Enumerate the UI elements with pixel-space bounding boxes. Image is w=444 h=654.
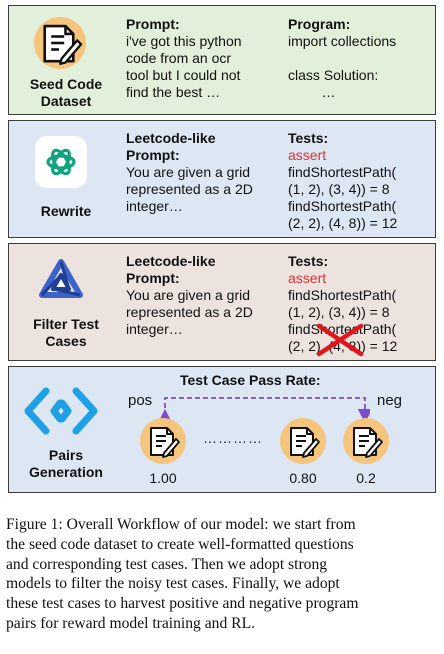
pass-rate-title: Test Case Pass Rate: xyxy=(180,372,321,388)
filter-label-2: Cases xyxy=(45,333,87,349)
prompt-line: integer… xyxy=(126,198,183,214)
caption-line: and corresponding test cases. Then we ad… xyxy=(6,555,328,573)
seed-code-label-1: Seed Code xyxy=(29,76,103,92)
prompt-title: Prompt: xyxy=(126,147,180,163)
test-line: (2, 2), (4, 8)) = 12 xyxy=(288,215,398,231)
prompt-title: Leetcode-like xyxy=(126,130,216,146)
program-line: import collections xyxy=(288,33,397,49)
filter-test-cases-panel xyxy=(8,243,436,361)
filter-label-1: Filter Test xyxy=(33,316,99,332)
caption-line: Figure 1: Overall Workflow of our model:… xyxy=(6,516,356,533)
rewrite-label: Rewrite xyxy=(40,203,92,219)
prompt-title: Prompt: xyxy=(126,16,180,32)
seed-code-label-2: Dataset xyxy=(40,93,92,109)
assert-text: assert xyxy=(288,147,327,163)
ellipsis-dots: ………… xyxy=(203,430,263,446)
pos-label: pos xyxy=(128,392,153,409)
test-line: findShortestPath( xyxy=(288,164,397,180)
program-line: class Solution: xyxy=(288,67,379,83)
prompt-line: tool but I could not xyxy=(126,67,241,83)
prompt-title: Prompt: xyxy=(126,270,180,286)
pos-neg-bracket-arrows xyxy=(157,397,370,420)
caption-line: the seed code dataset to create well-for… xyxy=(6,535,354,553)
red-x-icon xyxy=(316,323,364,357)
prompt-line: You are given a grid xyxy=(126,287,251,303)
prompt-line: find the best … xyxy=(126,84,221,100)
document-pen-icon xyxy=(280,418,326,464)
caption-line: models to filter the noisy test cases. F… xyxy=(6,575,340,593)
prompt-line: represented as a 2D xyxy=(126,304,253,320)
test-line: (1, 2), (3, 4)) = 8 xyxy=(288,304,390,320)
neg-label: neg xyxy=(377,392,403,409)
program-line: … xyxy=(306,84,336,100)
prompt-title: Leetcode-like xyxy=(126,253,216,269)
tests-title: Tests: xyxy=(288,253,329,269)
prompt-line: integer… xyxy=(126,321,183,337)
test-line: findShortestPath( xyxy=(288,321,397,337)
assert-text: assert xyxy=(288,270,327,286)
openai-logo-icon xyxy=(35,136,87,188)
prompt-line: You are given a grid xyxy=(126,164,251,180)
test-line: findShortestPath( xyxy=(288,198,397,214)
pairs-label-2: Generation xyxy=(29,464,103,480)
pairs-label-1: Pairs xyxy=(48,447,84,463)
prompt-line: i've got this python xyxy=(126,33,242,49)
pass-rate-value: 0.80 xyxy=(289,470,317,486)
program-title: Program: xyxy=(288,16,351,32)
test-line: findShortestPath( xyxy=(288,287,397,303)
pass-rate-value: 0.2 xyxy=(356,470,376,486)
test-line: (1, 2), (3, 4)) = 8 xyxy=(288,181,390,197)
caption-line: pairs for reward model training and RL. xyxy=(6,614,255,632)
document-pen-icon xyxy=(140,418,186,464)
figure-caption: Figure 1: Overall Workflow of our model:… xyxy=(6,515,438,634)
prompt-line: represented as a 2D xyxy=(126,181,253,197)
document-pen-icon xyxy=(343,418,389,464)
pairs-arrows-icon xyxy=(24,387,98,435)
tests-title: Tests: xyxy=(288,130,329,146)
test-line: (2, 2), (4, 8)) = 12 xyxy=(288,338,398,354)
caption-line: these test cases to harvest positive and… xyxy=(6,595,359,613)
document-pen-icon xyxy=(34,17,86,69)
pass-rate-value: 1.00 xyxy=(149,470,177,486)
prompt-line: code from an ocr xyxy=(126,50,232,66)
triangle-model-logo-icon xyxy=(39,259,83,298)
